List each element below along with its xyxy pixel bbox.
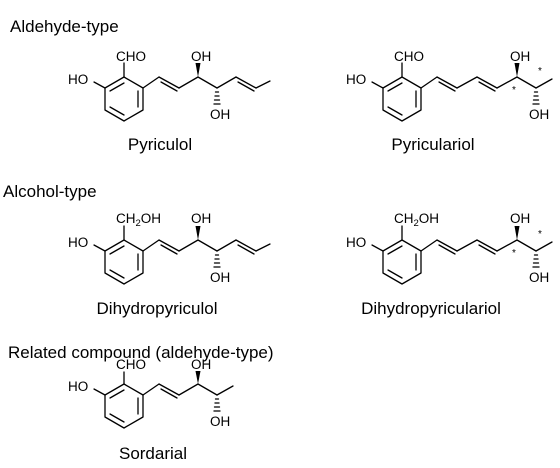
dihydropyriculariol-oh-bottom-label: OH [529,270,549,285]
dihydropyriculol-ring-oh-label: HO [68,235,88,250]
wedge-bond [514,226,520,240]
side-chain [420,239,553,255]
ring-oh-bond [371,244,384,252]
benzene-ring [104,383,144,429]
dihydropyriculariol-ring-oh-label: HO [346,235,366,250]
wedge-bond [195,371,201,384]
dihydropyriculol-oh-bottom-label: OH [210,270,230,285]
pyriculol-oh-bottom-label: OH [210,107,230,122]
stereo-mark: * [512,248,516,259]
pyriculol-substituent-label: CHO [116,49,146,64]
sordarial-oh-top-label: OH [191,357,211,372]
compound-name-dihydropyriculol: Dihydropyriculol [96,299,218,318]
stereo-mark: * [538,66,542,77]
pyriculariol-oh-bottom-label: OH [529,107,549,122]
pyriculariol-oh-top-label: OH [510,49,530,64]
side-chain [142,239,271,255]
compound-name-sordarial: Sordarial [118,444,188,463]
stereo-mark: * [512,85,516,96]
compound-name-pyriculol: Pyriculol [127,135,193,154]
hash-bond [213,91,221,105]
sordarial-substituent-label: CHO [116,357,146,372]
section-title-alcohol-type: Alcohol-type [3,182,97,201]
compound-name-pyriculariol: Pyriculariol [391,135,475,154]
ring-oh-bond [93,388,106,396]
wedge-bond [514,63,520,77]
pyriculol-oh-top-label: OH [191,49,211,64]
dihydropyriculariol-oh-top-label: OH [510,211,530,226]
side-chain [142,383,234,399]
section-title-related-compound: Related compound (aldehyde-type) [8,343,274,362]
dihydropyriculariol-substituent-label: CH2OH [394,211,439,229]
wedge-bond [195,226,201,240]
ring-oh-bond [371,81,384,89]
pyriculariol-ring-oh-label: HO [346,72,366,87]
section-title-aldehyde-type: Aldehyde-type [10,17,119,36]
hash-bond [532,254,540,268]
side-chain [142,76,271,92]
dihydropyriculol-substituent-label: CH2OH [116,211,161,229]
pyriculariol-substituent-label: CHO [394,49,424,64]
sordarial-ring-oh-label: HO [68,379,88,394]
hash-bond [532,91,540,105]
dihydropyriculol-oh-top-label: OH [191,211,211,226]
stereo-mark: * [538,229,542,240]
pyriculol-ring-oh-label: HO [68,72,88,87]
ring-oh-bond [93,81,106,89]
sordarial-oh-bottom-label: OH [210,414,230,429]
wedge-bond [195,63,201,77]
compound-name-dihydropyriculariol: Dihydropyriculariol [361,299,501,318]
ring-oh-bond [93,244,106,252]
hash-bond [213,398,221,412]
hash-bond [213,254,221,268]
side-chain [420,76,553,92]
